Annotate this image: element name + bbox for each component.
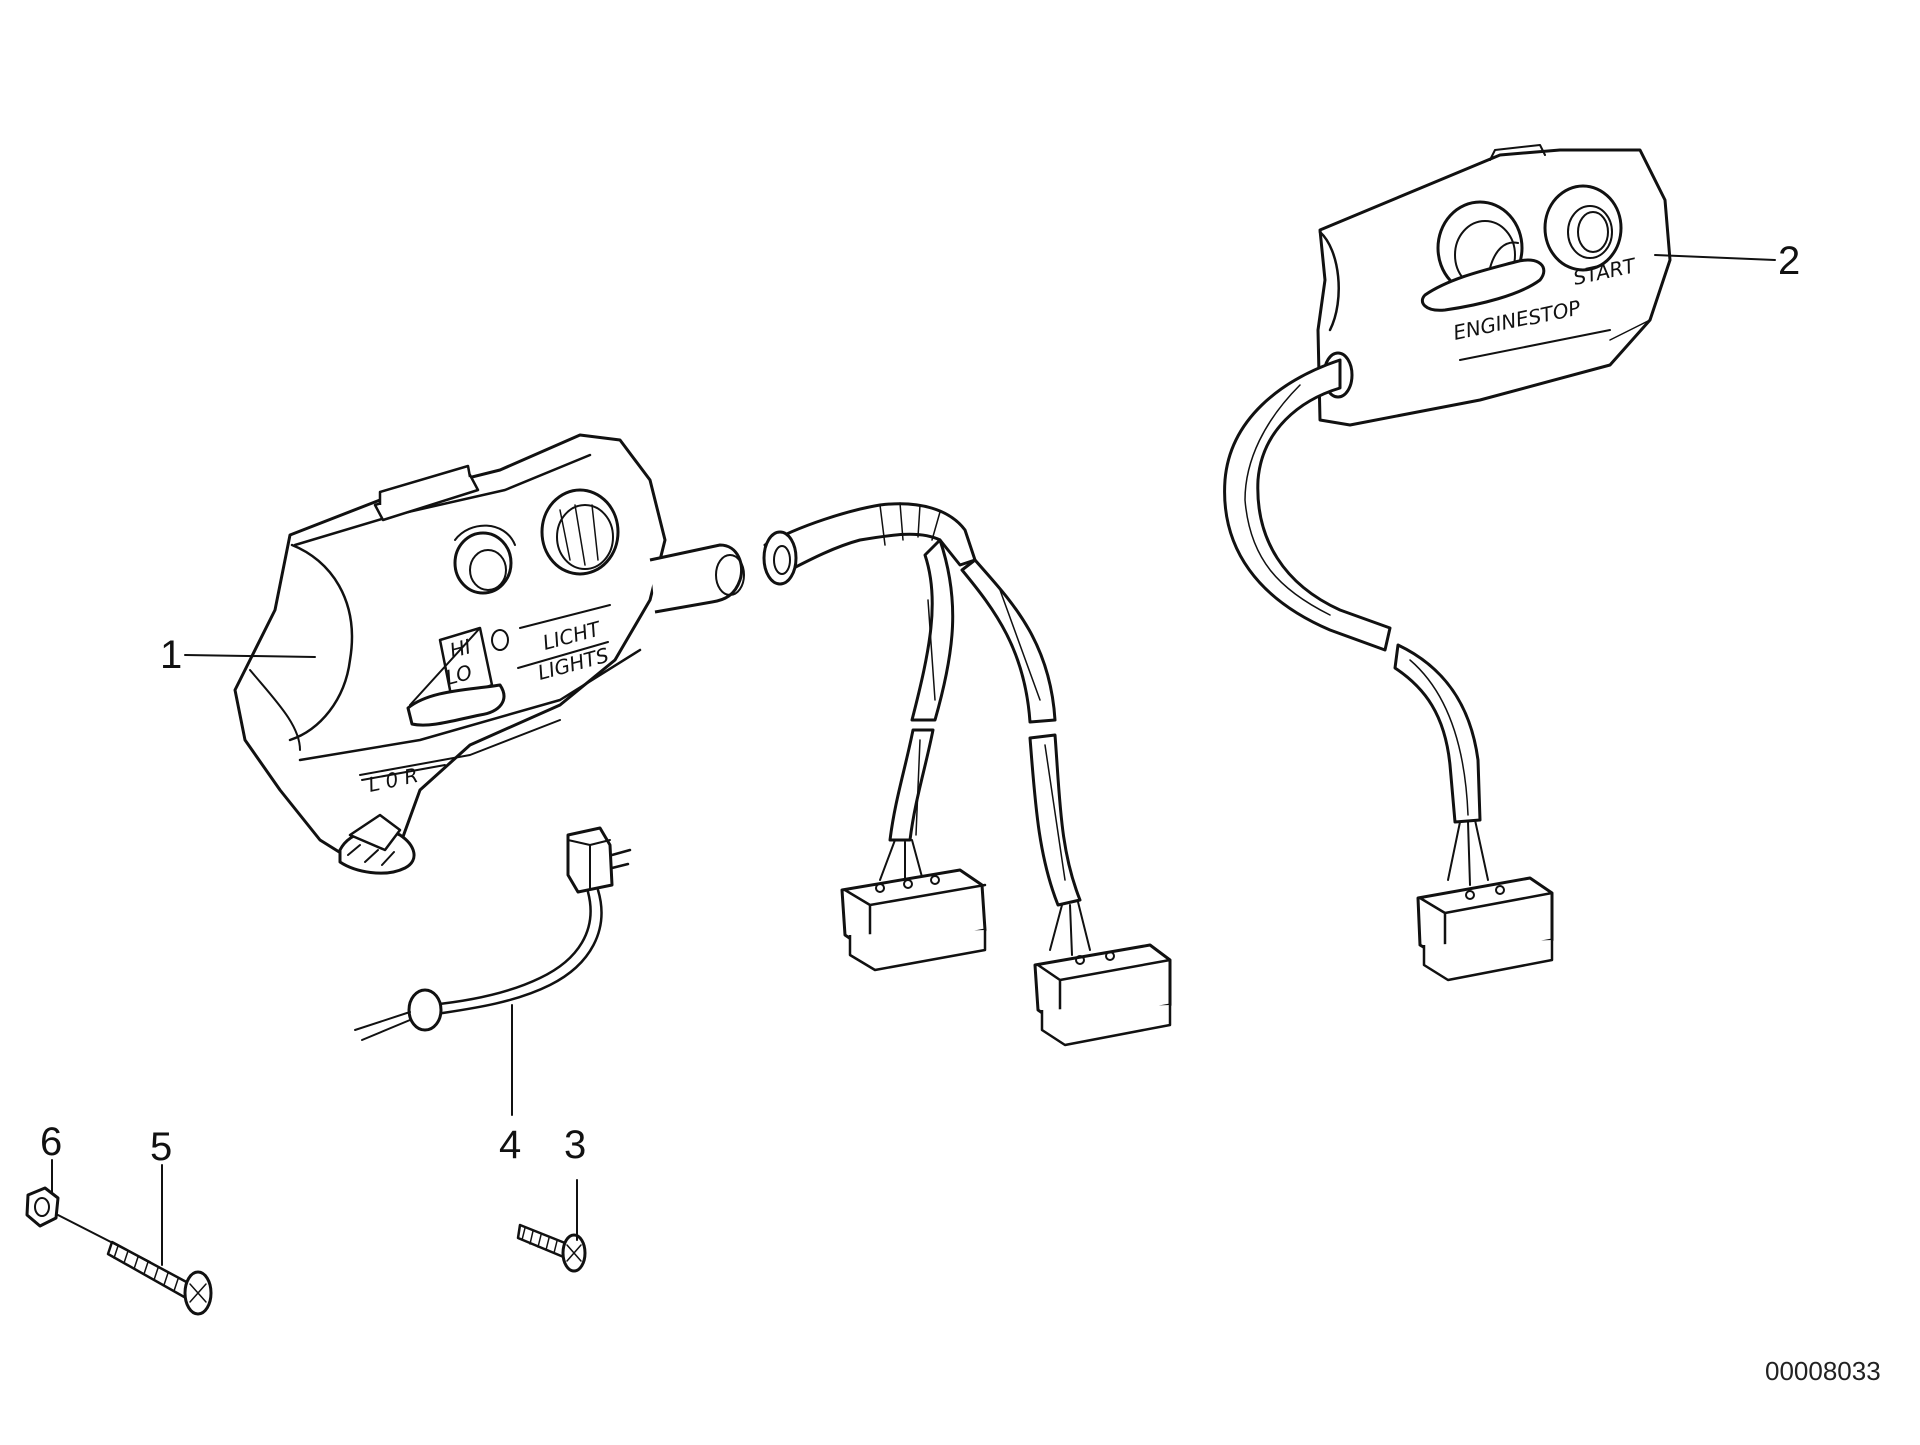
right-switch-cable — [1223, 358, 1554, 982]
callout-5: 5 — [150, 1125, 172, 1169]
long-screw — [106, 1240, 213, 1316]
callout-1: 1 — [160, 633, 182, 677]
short-screw — [516, 1223, 587, 1273]
hex-nut — [25, 1186, 60, 1228]
callout-6: 6 — [40, 1120, 62, 1164]
callout-2: 2 — [1778, 239, 1800, 283]
callout-4: 4 — [499, 1123, 521, 1167]
diagram-reference-number: 00008033 — [1765, 1356, 1881, 1386]
callout-3: 3 — [564, 1123, 586, 1167]
left-switch-wiring-harness — [762, 502, 1172, 1047]
right-handlebar-switch: ENGINE STOP START — [1316, 144, 1672, 427]
left-handlebar-switch: HI LO LICHT LIGHTS L 0 R — [233, 433, 745, 875]
small-switch-with-cable — [354, 826, 632, 1041]
callout-numbers: 1 2 3 4 5 6 — [40, 239, 1800, 1169]
callout-leaders — [51, 254, 1776, 1266]
